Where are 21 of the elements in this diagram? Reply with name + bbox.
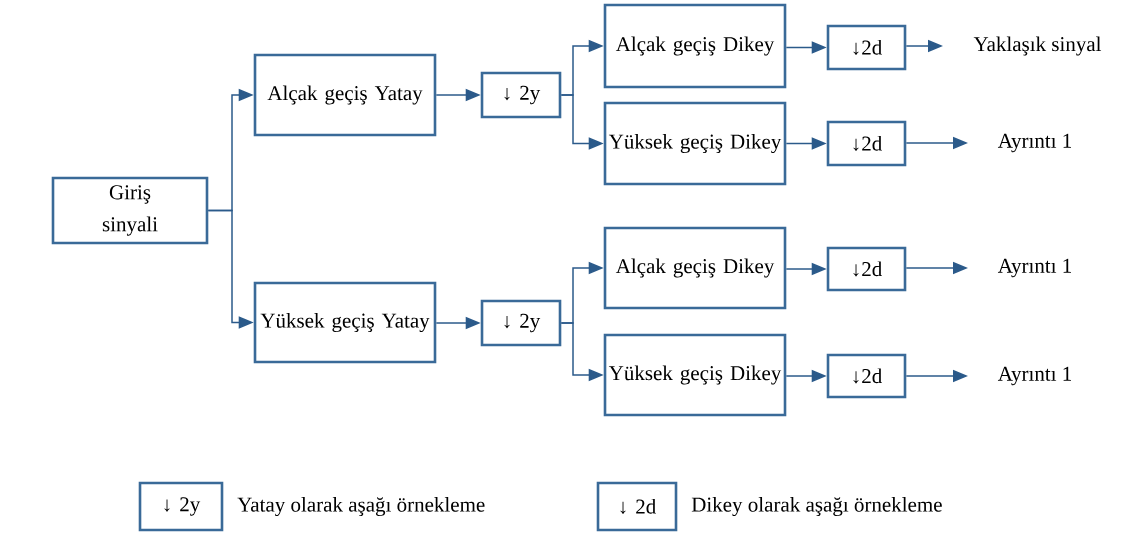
filter-box: Yüksek geçiş Yatay: [253, 281, 437, 364]
filter-box: Alçak geçiş Dikey: [603, 3, 787, 89]
downsampling-box: ↓2d: [826, 24, 907, 71]
filter-box: Alçak geçiş Dikey: [603, 226, 787, 310]
filter-box: Yüksek geçiş Dikey: [603, 333, 787, 417]
downsampling-box: ↓2d: [826, 120, 907, 167]
legend-text: Dikey olarak aşağı örnekleme: [691, 496, 942, 517]
downsampling-box: ↓2d: [826, 246, 907, 292]
output-label: Ayrıntı 1: [997, 258, 1071, 278]
filter-box: Yüksek geçiş Dikey: [603, 101, 787, 186]
downsampling-box: ↓2d: [826, 353, 907, 399]
downsampling-box: ↓ 2y: [480, 299, 562, 347]
output-label: Ayrıntı 1: [997, 133, 1071, 153]
legend-text: Yatay olarak aşağı örnekleme: [237, 496, 485, 517]
filter-box: Alçak geçiş Yatay: [253, 53, 437, 137]
output-label: Ayrıntı 1: [997, 366, 1071, 386]
downsampling-box: ↓ 2y: [480, 71, 562, 119]
downsampling-box: ↓ 2y: [138, 481, 224, 532]
filter-box: Giriş sinyali: [51, 176, 209, 245]
output-label: Yaklaşık sinyal: [973, 36, 1102, 56]
downsampling-box: ↓ 2d: [596, 481, 678, 532]
